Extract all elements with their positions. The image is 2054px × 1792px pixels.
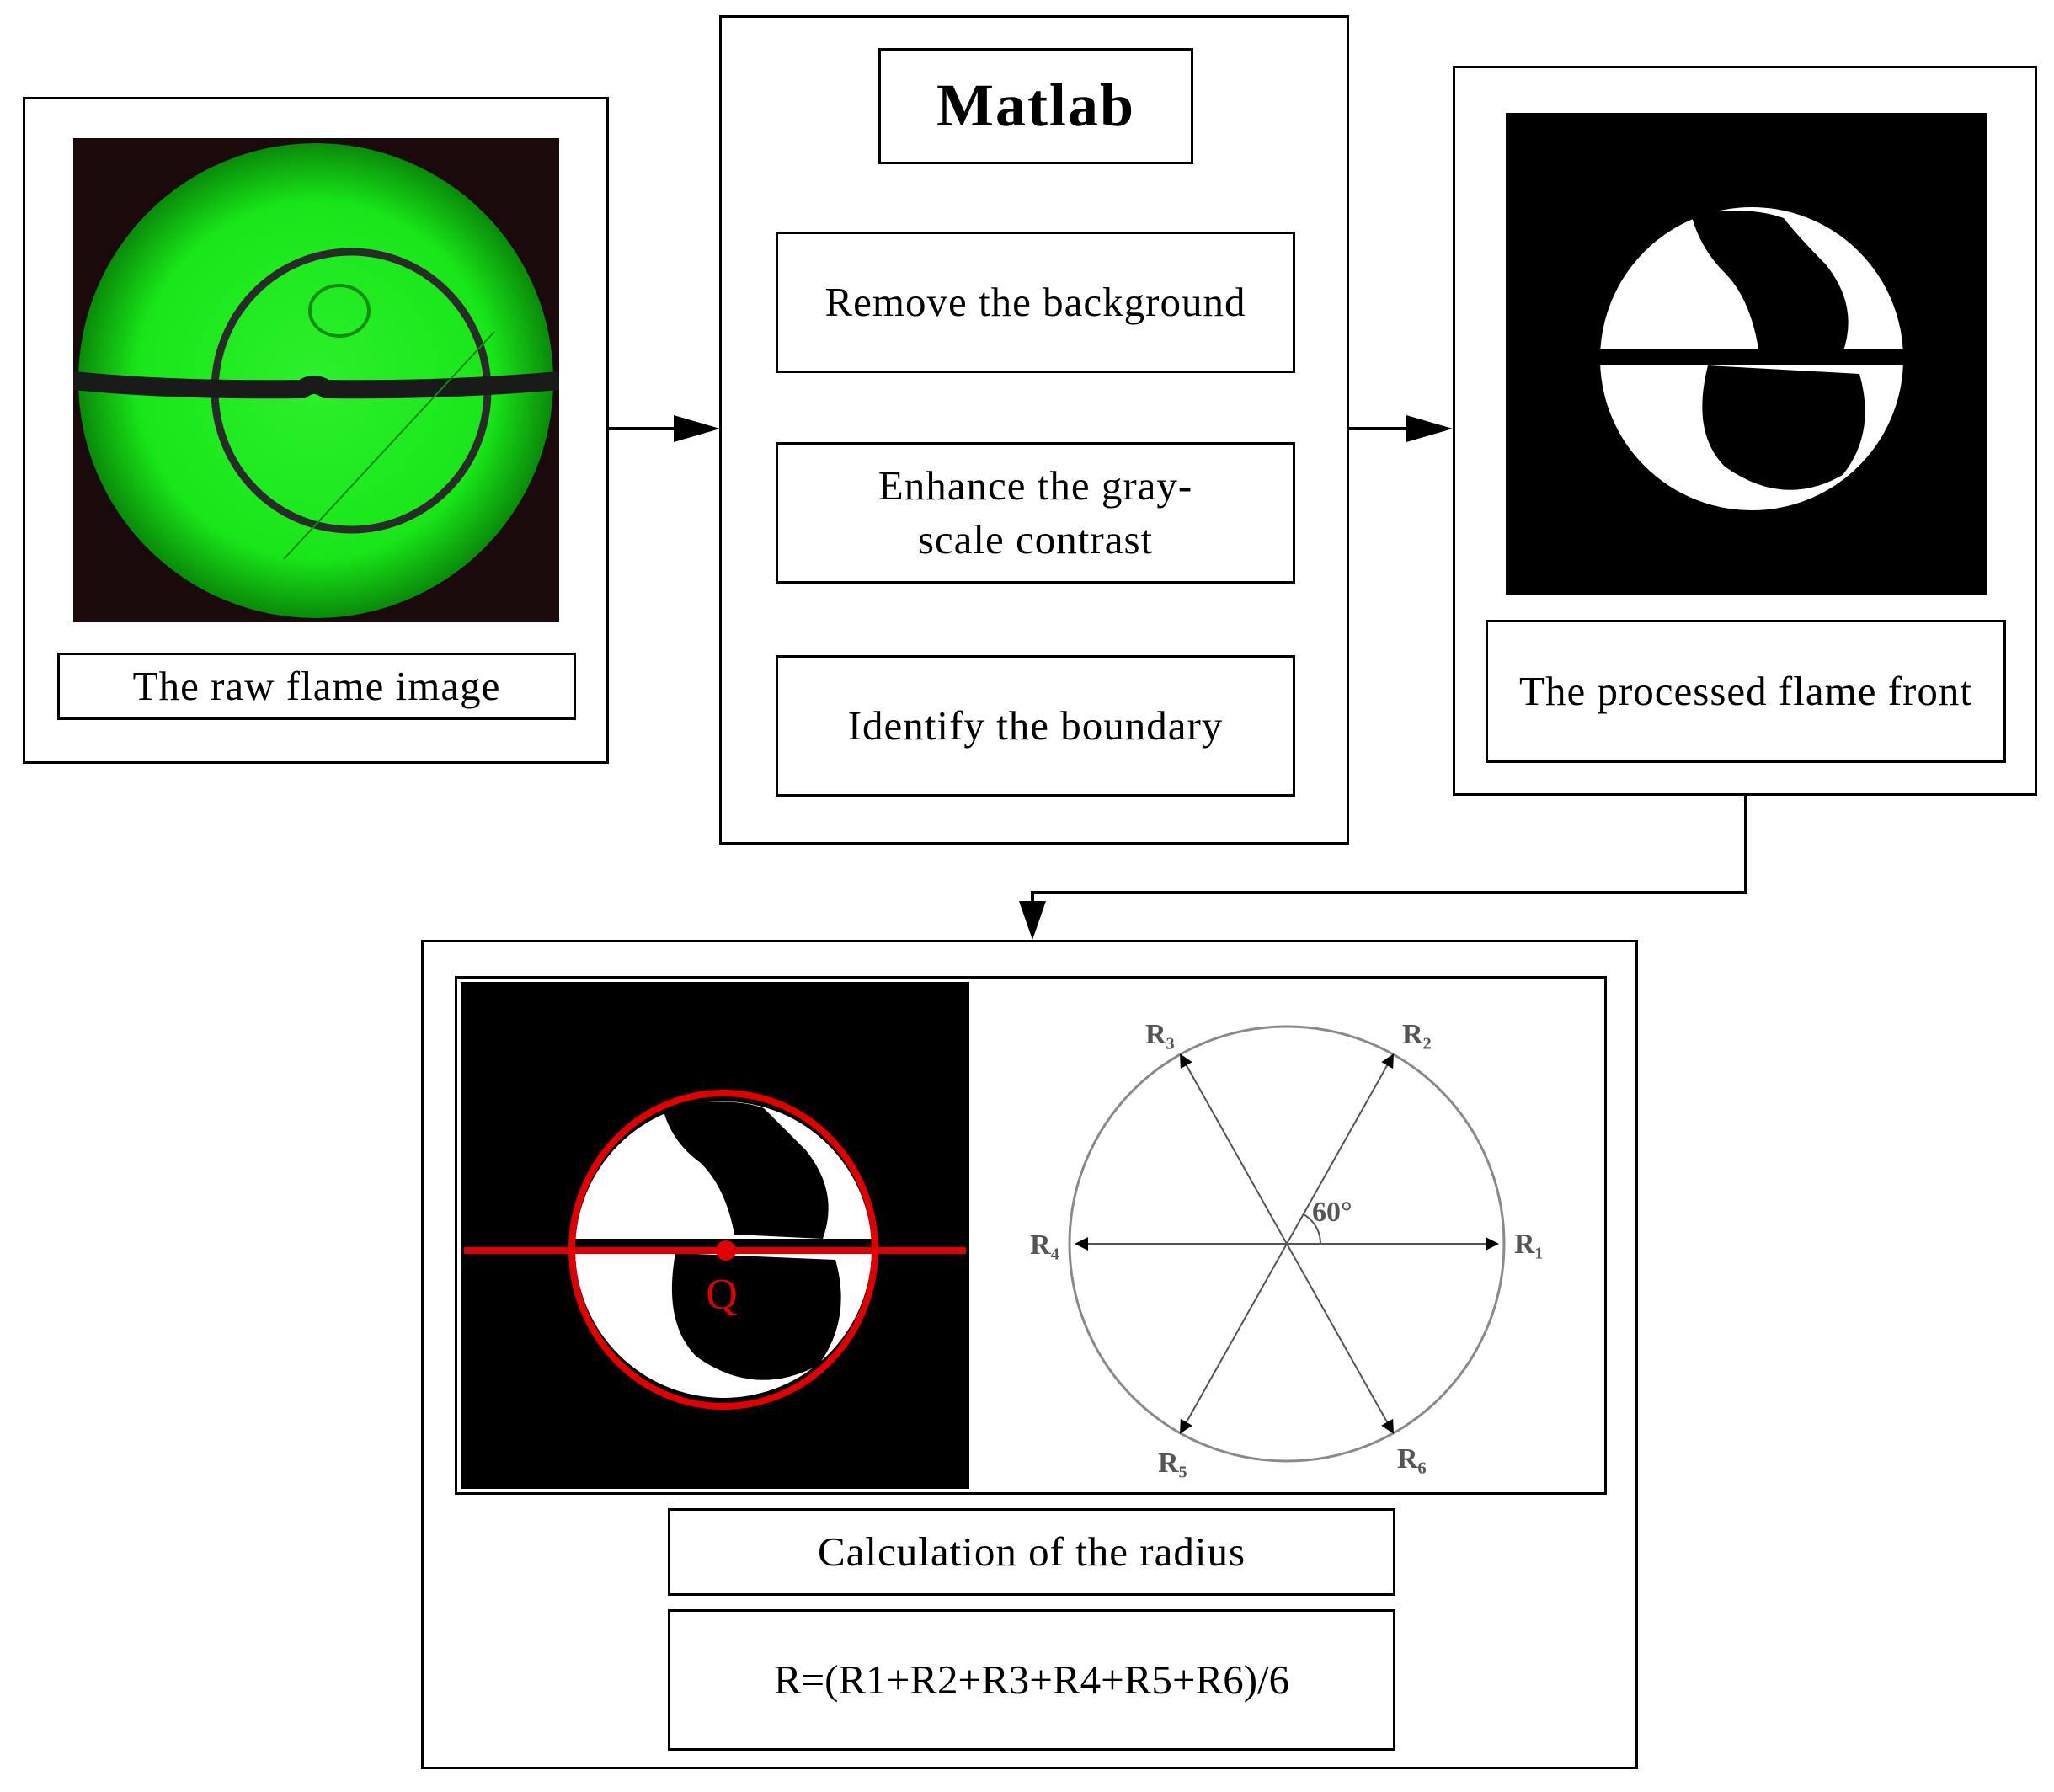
radius-r3-arrow (1180, 1053, 1288, 1245)
step-enhance-contrast: Enhance the gray-scale contrast (776, 442, 1295, 584)
reference-circle (1068, 1025, 1506, 1463)
calculation-illustration: Q 60° R₁ R₂ R₃ R₄ (455, 976, 1607, 1495)
radius-formula: R=(R1+R2+R3+R4+R5+R6)/6 (668, 1609, 1395, 1751)
radius-label-r4: R₄ (1030, 1229, 1059, 1261)
radius-label-r1: R₁ (1514, 1229, 1544, 1260)
radius-r6-arrow (1286, 1243, 1394, 1434)
radius-label-r2: R₂ (1402, 1019, 1432, 1050)
processed-flame-image (1506, 113, 1987, 595)
step-remove-background: Remove the background (776, 232, 1295, 373)
radius-label-r3: R₃ (1145, 1019, 1175, 1050)
radius-label-r6: R₆ (1397, 1443, 1427, 1475)
raw-flame-photo (73, 138, 559, 622)
radius-r5-arrow (1180, 1243, 1288, 1434)
processed-caption: The processed flame front (1486, 620, 2006, 763)
angle-label: 60° (1312, 1197, 1352, 1228)
raw-image-panel: The raw flame image (23, 97, 609, 764)
fitted-flame-image: Q (461, 982, 969, 1489)
arrow-processed-to-calc (1031, 796, 1747, 901)
step-identify-boundary: Identify the boundary (776, 655, 1295, 797)
matlab-panel: Matlab Remove the background Enhance the… (719, 15, 1349, 845)
center-label: Q (706, 1271, 738, 1319)
six-radius-diagram: 60° R₁ R₂ R₃ R₄ R₅ R₆ (1030, 1019, 1544, 1479)
center-point (716, 1240, 736, 1261)
raw-image-caption: The raw flame image (57, 653, 576, 720)
radius-label-r5: R₅ (1158, 1448, 1187, 1479)
processed-panel: The processed flame front (1453, 66, 2037, 796)
radius-r2-arrow (1286, 1053, 1394, 1245)
radius-calculation-panel: Q 60° R₁ R₂ R₃ R₄ (421, 940, 1638, 1769)
radius-calculation-caption: Calculation of the radius (668, 1508, 1395, 1596)
matlab-title: Matlab (878, 48, 1193, 164)
